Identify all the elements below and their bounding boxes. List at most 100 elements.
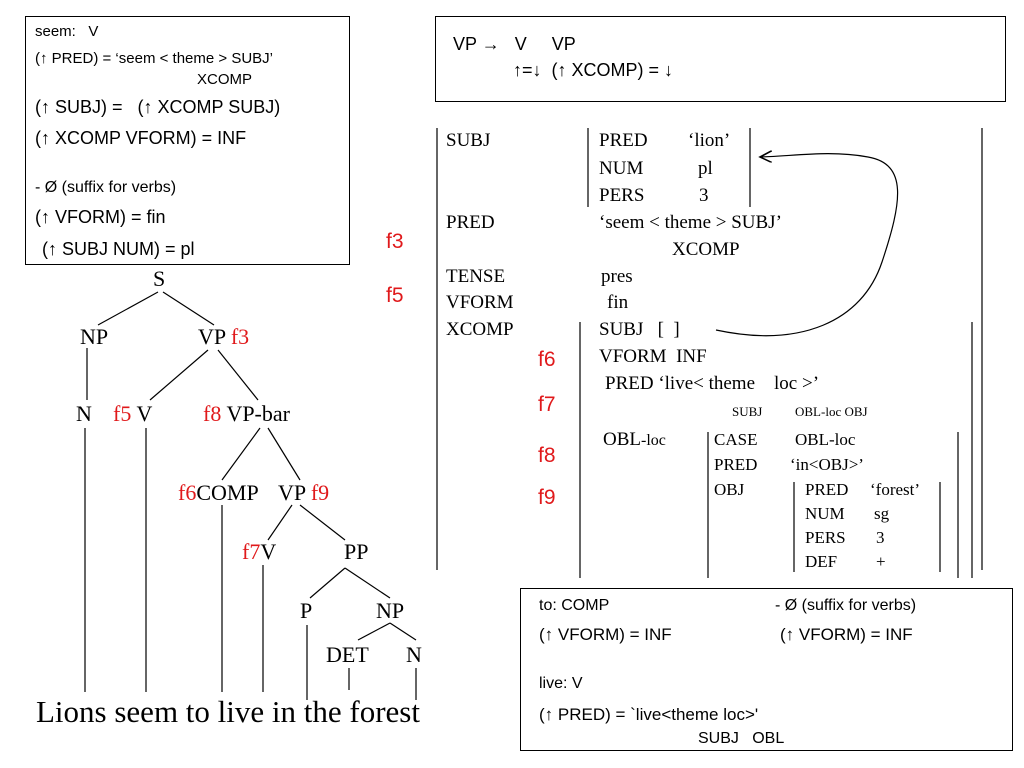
fs-pred-val-xcomp: XCOMP xyxy=(672,239,740,260)
vp-rule-annotations: ↑=↓ (↑ XCOMP) = ↓ xyxy=(513,60,674,80)
fs-obj-num-attr: NUM xyxy=(805,504,845,523)
fs-xcomp-vform: VFORM INF xyxy=(599,346,707,367)
edge-np2-n2 xyxy=(389,622,417,641)
node-vp: VP f3 xyxy=(198,326,249,348)
edge-s-vp xyxy=(162,291,215,326)
fs-subj-num-attr: NUM xyxy=(599,158,644,179)
node-v2-flabel: f7 xyxy=(242,539,261,564)
seem-entry: seem: V xyxy=(35,23,99,40)
fs-subj-attr: SUBJ xyxy=(446,130,491,151)
fs-xcomp-subj: SUBJ [ ] xyxy=(599,319,680,340)
node-vp-flabel: f3 xyxy=(230,324,250,349)
live-entry: live: V xyxy=(539,675,583,692)
to-vform-equation: (↑ VFORM) = INF xyxy=(539,625,672,644)
phrase-structure-rule-box xyxy=(435,16,1006,102)
fs-xcomp-attr: XCOMP xyxy=(446,319,514,340)
flabel-f3: f3 xyxy=(386,230,404,253)
suffix-entry-2: - Ø (suffix for verbs) xyxy=(775,597,917,614)
edge-np2-det xyxy=(357,622,391,641)
fs-obj-pers-attr: PERS xyxy=(805,528,846,547)
fs-obl-pred-val: ‘in<OBJ>’ xyxy=(790,455,864,474)
fs-obl-attr: OBL-loc xyxy=(603,430,666,449)
fs-obl-attr-suffix: -loc xyxy=(641,432,666,449)
node-v: f5 V xyxy=(113,403,152,425)
fs-subj-pred-attr: PRED xyxy=(599,130,648,151)
node-v-flabel: f5 xyxy=(113,401,132,426)
flabel-f9: f9 xyxy=(538,486,556,509)
fs-vform-attr: VFORM xyxy=(446,292,514,313)
fs-obj-pred-val: ‘forest’ xyxy=(870,480,921,499)
live-pred-equation: (↑ PRED) = `live<theme loc>' xyxy=(539,705,759,724)
node-comp-label: COMP xyxy=(196,480,259,505)
node-s: S xyxy=(153,266,166,291)
sentence: Lions seem to live in the forest xyxy=(36,694,420,729)
edge-vpbar-comp xyxy=(221,427,261,481)
edge-vpbar-vp2 xyxy=(267,427,301,481)
node-det: DET xyxy=(326,642,369,667)
flabel-f8: f8 xyxy=(538,444,556,467)
node-vpbar: f8 VP-bar xyxy=(203,403,290,425)
node-vpbar-label: VP-bar xyxy=(226,401,290,426)
structure-sharing-arrow xyxy=(715,154,899,337)
node-comp-flabel: f6 xyxy=(178,480,197,505)
node-vp-label: VP xyxy=(198,324,226,349)
fs-pred-val: ‘seem < theme > SUBJ’ xyxy=(599,212,782,233)
suffix-vform-equation: (↑ VFORM) = INF xyxy=(780,625,913,644)
node-v-label: V xyxy=(136,401,153,426)
node-vp2: VP f9 xyxy=(278,482,329,504)
node-vp2-label: VP xyxy=(278,480,306,505)
suffix-entry: - Ø (suffix for verbs) xyxy=(35,179,177,196)
node-comp: f6COMP xyxy=(178,482,259,504)
fs-xcomp-pred-sub-subj: SUBJ xyxy=(732,404,763,419)
fs-xcomp-pred: PRED ‘live< theme loc >’ xyxy=(605,373,820,394)
node-n2: N xyxy=(406,642,422,667)
node-v2-label: V xyxy=(260,539,277,564)
fs-obj-num-val: sg xyxy=(874,504,890,523)
fs-obj-def-val: + xyxy=(876,552,886,571)
node-np2: NP xyxy=(376,598,405,623)
fs-obj-def-attr: DEF xyxy=(805,552,838,571)
node-vp2-flabel: f9 xyxy=(310,480,330,505)
fs-obl-attr-main: OBL xyxy=(603,429,641,450)
node-n: N xyxy=(76,401,92,426)
node-vpbar-flabel: f8 xyxy=(203,401,222,426)
flabel-f7: f7 xyxy=(538,393,556,416)
fs-subj-pers-attr: PERS xyxy=(599,185,645,206)
seem-pred-equation: (↑ PRED) = ‘seem < theme > SUBJ’ xyxy=(35,50,273,67)
fs-subj-num-val: pl xyxy=(698,158,713,179)
node-np: NP xyxy=(80,324,109,349)
fs-obj-attr: OBJ xyxy=(714,480,745,499)
fs-pred-attr: PRED xyxy=(446,212,495,233)
flabel-f6: f6 xyxy=(538,348,556,371)
flabel-f5: f5 xyxy=(386,284,404,307)
fs-obj-pred-attr: PRED xyxy=(805,480,849,499)
to-entry: to: COMP xyxy=(539,597,610,614)
xcomp-vform-equation: (↑ XCOMP VFORM) = INF xyxy=(35,128,247,148)
fs-subj-pers-val: 3 xyxy=(699,185,709,206)
edge-vp-v xyxy=(149,349,209,401)
edge-s-np xyxy=(97,291,159,326)
node-pp: PP xyxy=(344,539,369,564)
edge-pp-p xyxy=(309,567,346,599)
lexicon-entry-box xyxy=(25,16,350,265)
live-pred-sub: SUBJ OBL xyxy=(698,730,785,747)
fs-obl-pred-attr: PRED xyxy=(714,455,758,474)
vp-rule: VP → V VP xyxy=(453,34,576,54)
edge-vp-vpbar xyxy=(217,349,259,401)
edge-vp2-pp xyxy=(299,504,346,541)
edge-pp-np2 xyxy=(344,567,391,599)
fs-tense-attr: TENSE xyxy=(446,266,506,287)
node-v2: f7V xyxy=(242,541,276,563)
fs-tense-val: pres xyxy=(601,266,633,287)
fs-vform-val: fin xyxy=(607,292,629,313)
node-p: P xyxy=(300,598,313,623)
fs-subj-pred-val: ‘lion’ xyxy=(688,130,731,151)
lexical-entries-box xyxy=(520,588,1013,751)
subj-equation: (↑ SUBJ) = (↑ XCOMP SUBJ) xyxy=(35,97,281,117)
subj-num-equation: (↑ SUBJ NUM) = pl xyxy=(42,239,195,259)
fs-case-attr: CASE xyxy=(714,430,758,449)
vform-fin-equation: (↑ VFORM) = fin xyxy=(35,207,166,227)
fs-case-val: OBL-loc xyxy=(795,430,856,449)
edge-vp2-v2 xyxy=(267,504,293,541)
